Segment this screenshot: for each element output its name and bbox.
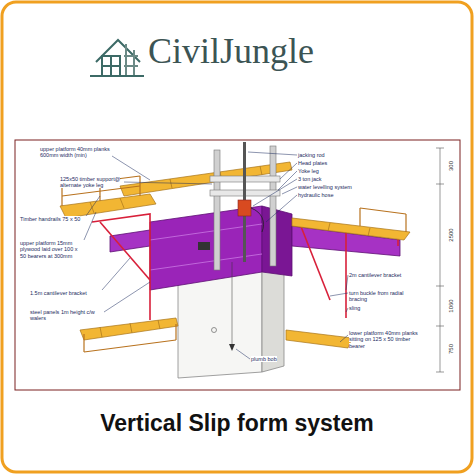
lower-platform <box>80 318 352 348</box>
part-label: jacking rod <box>298 152 378 158</box>
timber-handrails <box>62 176 406 352</box>
dimension-label: 1060 <box>448 299 454 312</box>
dimension-line <box>436 148 444 372</box>
part-label: steel panels 1m height c/w walers <box>30 309 104 322</box>
part-label: 125x50 timber support@ alternate yoke le… <box>60 176 124 189</box>
part-label: 2m cantilever bracket <box>349 272 429 278</box>
part-label: Head plates <box>298 160 378 166</box>
part-label: turn buckle from radial bracing <box>349 290 421 303</box>
part-label: 3 ton jack <box>298 176 378 182</box>
part-label: lower platform 40mm planks sitting on 12… <box>349 330 423 349</box>
logo-icon <box>90 40 144 76</box>
part-label: sling <box>349 305 409 311</box>
part-label: upper platform 40mm planks 600mm width (… <box>40 146 112 159</box>
part-label: Timber handrails 75 x 50 <box>20 216 90 222</box>
plumb-bob <box>229 262 235 351</box>
part-label: water levelling system <box>298 184 378 190</box>
dimension-label: 300 <box>448 161 454 171</box>
logo-text: CivilJungle <box>148 30 314 72</box>
dimension-label: 2500 <box>448 228 454 241</box>
hydraulic-hose <box>251 208 264 232</box>
dimension-label: 750 <box>448 344 454 354</box>
part-label: Yoke leg <box>298 168 378 174</box>
diagram-frame <box>15 140 460 390</box>
part-label: upper platform 15mm plywood laid over 10… <box>20 240 84 259</box>
diagram-title: Vertical Slip form system <box>0 410 474 437</box>
part-label: 1.5m cantilever bracket <box>30 290 102 296</box>
part-label: plumb bob <box>251 356 311 362</box>
hydraulic-jack <box>238 200 251 216</box>
yoke-frame <box>210 142 280 270</box>
upper-platform <box>60 162 410 240</box>
waler-clamp <box>198 242 210 250</box>
part-label: hydraulic hose <box>298 192 378 198</box>
